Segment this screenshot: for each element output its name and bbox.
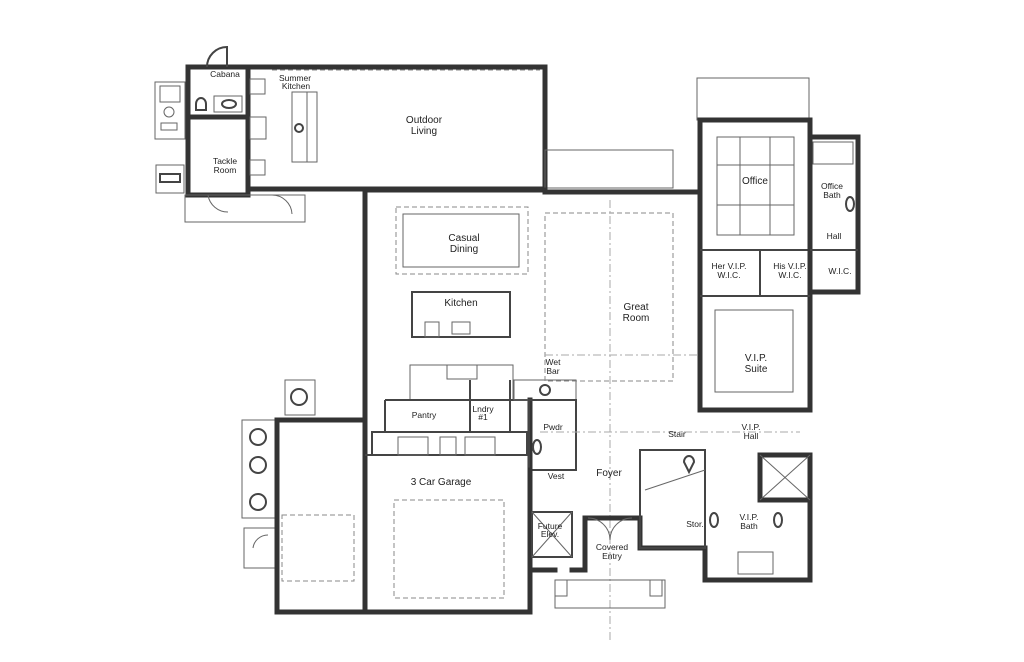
label-cabana: Cabana: [210, 69, 240, 79]
label-laundry: Lndry: [472, 404, 494, 414]
label-tackle-room: Tackle: [213, 156, 237, 166]
label-outdoor-living-2: Living: [411, 126, 437, 137]
door-swing: [206, 45, 228, 68]
label-casual-dining-2: Dining: [450, 244, 478, 255]
label-hall: Hall: [827, 231, 842, 241]
label-summer-kitchen: Summer: [279, 73, 311, 83]
label-office-bath: Office: [821, 181, 843, 191]
label-covered-entry: Covered: [596, 542, 628, 552]
label-vip-bath: V.I.P.: [740, 512, 759, 522]
label-tackle-room-2: Room: [214, 165, 237, 175]
label-future-elev-2: Elev.: [541, 529, 559, 539]
label-garage: 3 Car Garage: [411, 477, 472, 488]
label-vip-suite-2: Suite: [745, 364, 768, 375]
label-storage: Stor.: [686, 519, 703, 529]
label-outdoor-living: Outdoor: [406, 115, 443, 126]
label-office: Office: [742, 176, 768, 187]
main-house-walls: [274, 117, 861, 640]
outdoor-living-walls: [245, 64, 810, 192]
label-wic: W.I.C.: [828, 266, 851, 276]
label-vip-bath-2: Bath: [740, 521, 758, 531]
label-pantry: Pantry: [412, 410, 437, 420]
label-vip-hall: V.I.P.: [742, 422, 761, 432]
room-labels: Cabana Summer Kitchen Tackle Room Outdoo…: [210, 69, 851, 561]
label-wet-bar: Wet: [546, 357, 562, 367]
label-kitchen: Kitchen: [444, 298, 477, 309]
label-her-wic: Her V.I.P.: [712, 261, 747, 271]
label-vip-suite: V.I.P.: [745, 353, 767, 364]
label-wet-bar-2: Bar: [546, 366, 559, 376]
label-great-room-2: Room: [623, 313, 650, 324]
label-her-wic-2: W.I.C.: [717, 270, 740, 280]
label-future-elev: Future: [538, 521, 563, 531]
label-summer-kitchen-2: Kitchen: [282, 81, 311, 91]
equipment-pads: [154, 81, 316, 569]
label-office-bath-2: Bath: [823, 190, 841, 200]
label-foyer: Foyer: [596, 468, 622, 479]
label-his-wic-2: W.I.C.: [778, 270, 801, 280]
label-his-wic: His V.I.P.: [773, 261, 807, 271]
label-laundry-2: #1: [478, 412, 488, 422]
label-covered-entry-2: Entry: [602, 551, 623, 561]
label-casual-dining: Casual: [448, 233, 479, 244]
label-powder: Pwdr: [543, 422, 563, 432]
label-stair: Stair: [668, 429, 686, 439]
label-great-room: Great: [623, 302, 648, 313]
label-vip-hall-2: Hall: [744, 431, 759, 441]
label-vest: Vest: [548, 471, 565, 481]
